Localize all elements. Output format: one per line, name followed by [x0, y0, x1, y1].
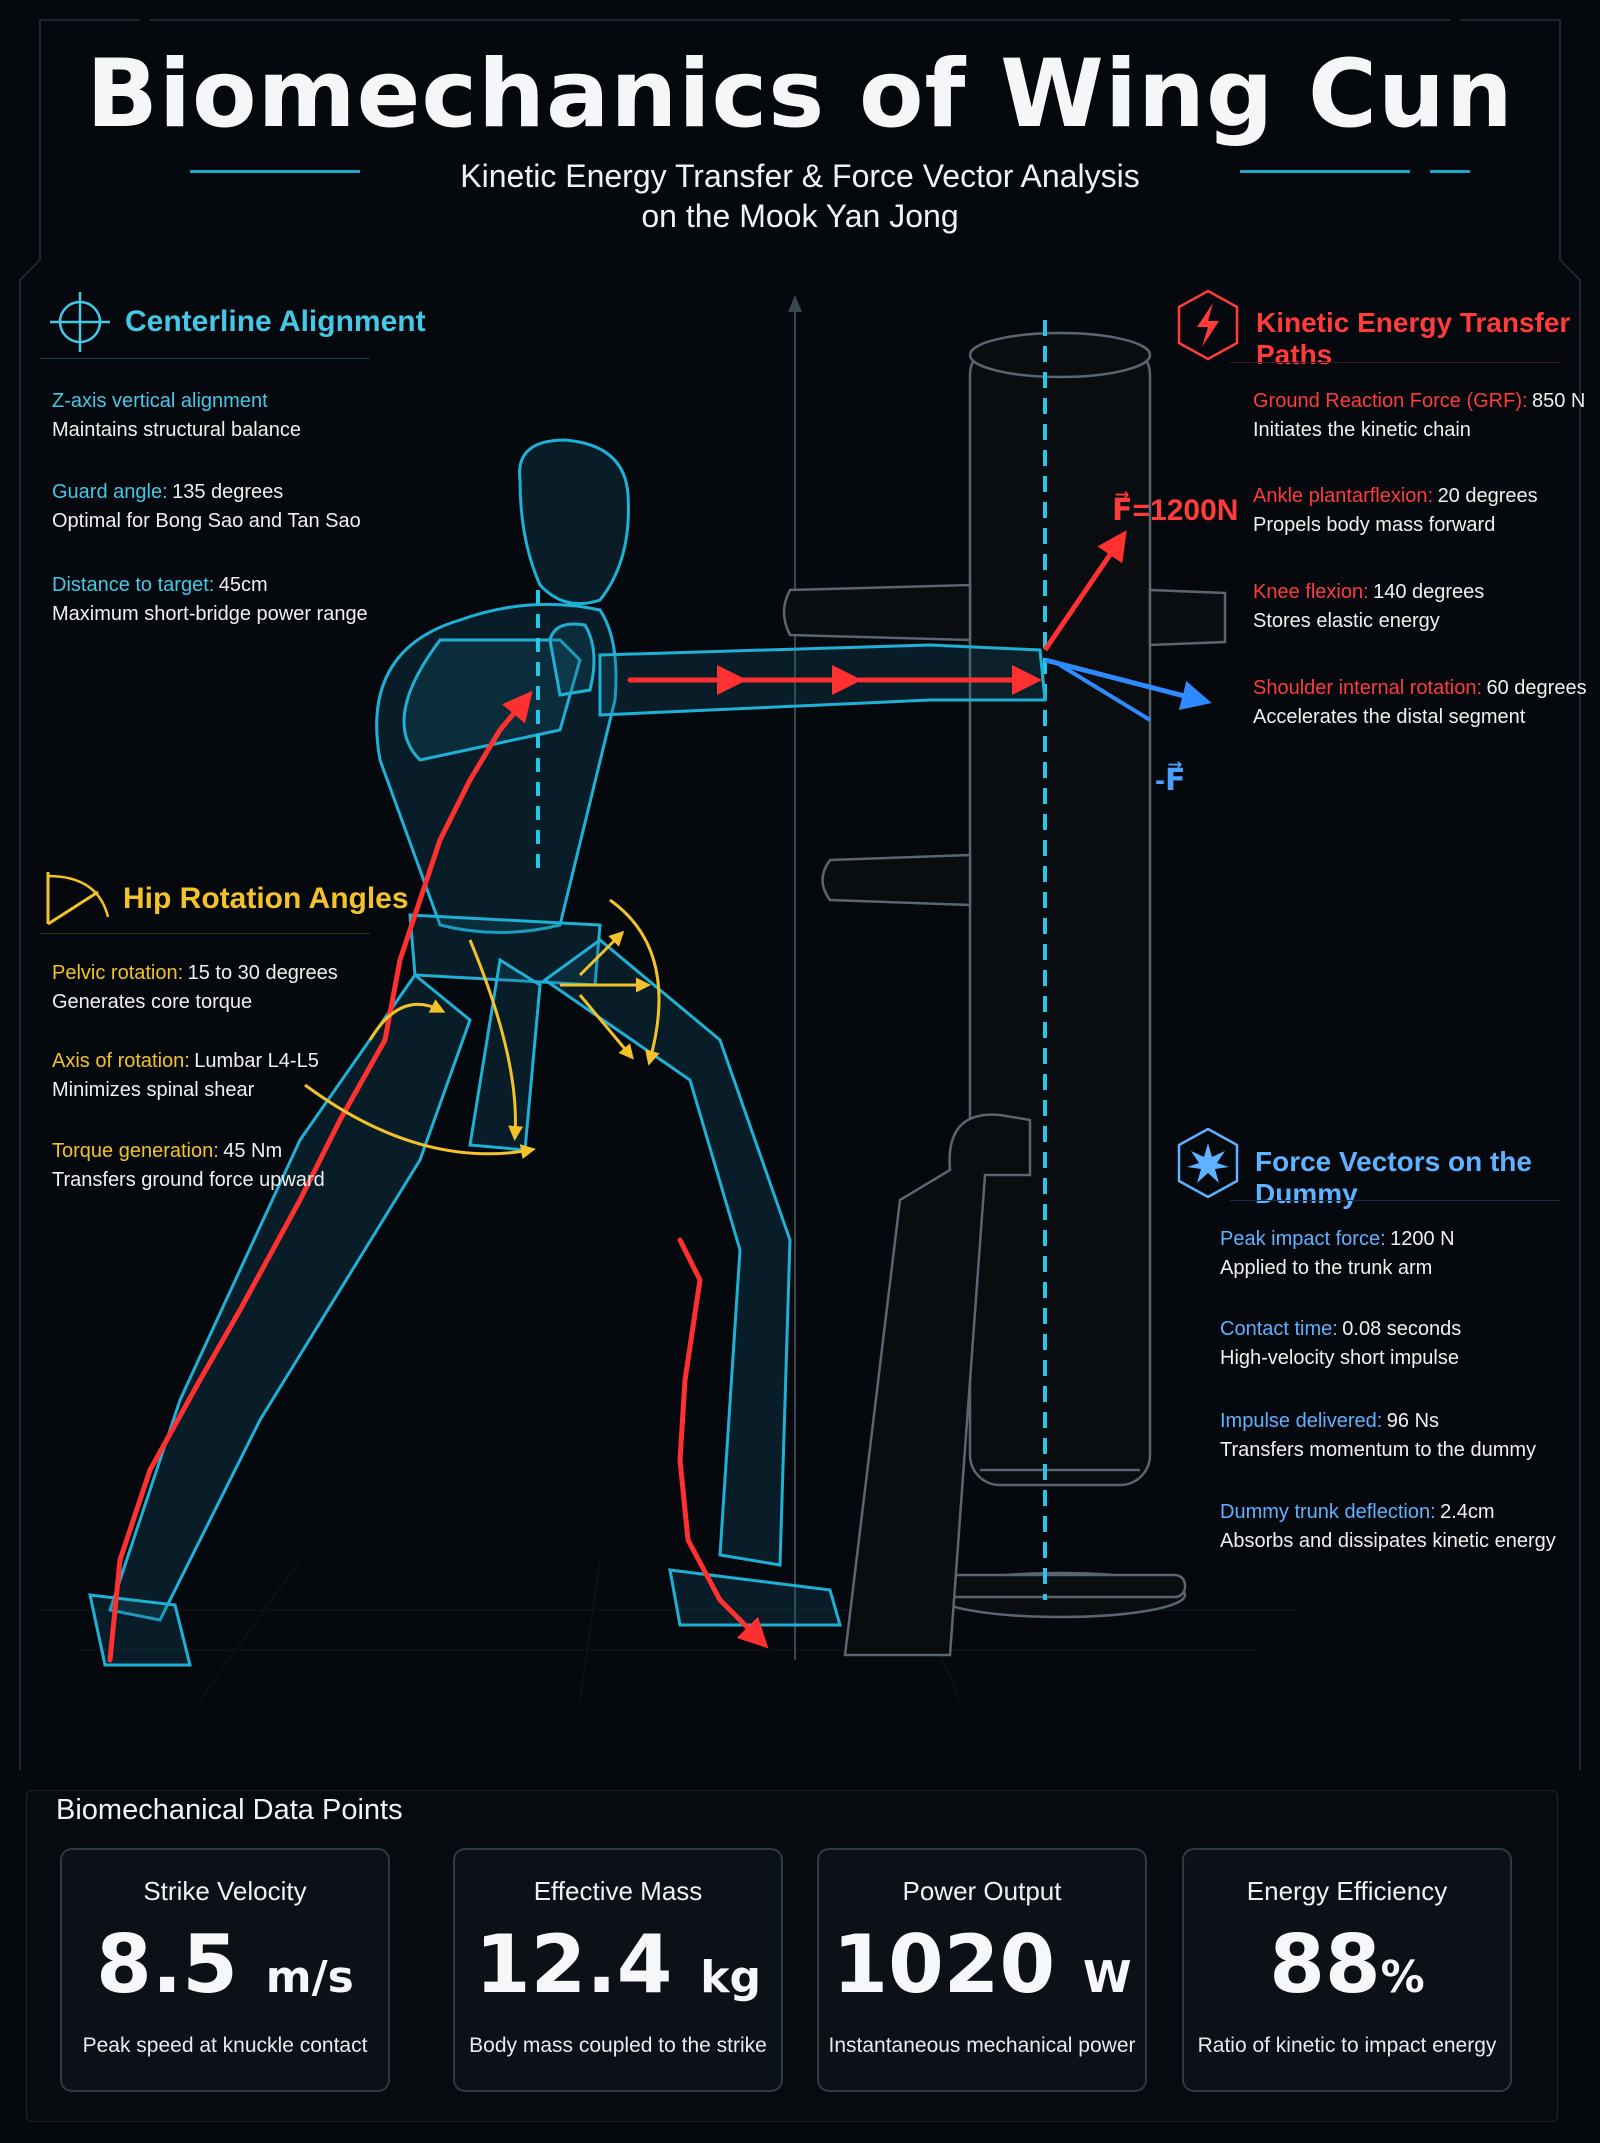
kinetic-item-4: Shoulder internal rotation: 60 degrees A… [1253, 677, 1587, 728]
data-points-title: Biomechanical Data Points [56, 1794, 403, 1826]
centerline-title: Centerline Alignment [125, 305, 426, 338]
hip-item-2: Axis of rotation: Lumbar L4-L5 Minimizes… [52, 1050, 319, 1101]
kinetic-title: Kinetic Energy Transfer Paths [1256, 307, 1571, 370]
hip-item-1: Pelvic rotation: 15 to 30 degrees Genera… [52, 962, 338, 1013]
centerline-item-2: Guard angle: 135 degrees Optimal for Bon… [52, 481, 361, 532]
angle-arc-icon [46, 872, 110, 926]
centerline-item-1: Z-axis vertical alignment Maintains stru… [52, 390, 302, 441]
kinetic-item-3: Knee flexion: 140 degrees Stores elastic… [1253, 581, 1485, 632]
card-energy-efficiency: Energy Efficiency 88% Ratio of kinetic t… [1182, 1848, 1512, 2092]
hip-rotation-arcs [304, 898, 661, 1159]
subtitle-line-2: on the Mook Yan Jong [641, 198, 959, 234]
force-title: Force Vectors on the Dummy [1255, 1146, 1532, 1209]
kinetic-divider [1230, 362, 1560, 363]
subtitle-line-1: Kinetic Energy Transfer & Force Vector A… [460, 158, 1140, 194]
card-effective-mass: Effective Mass 12.4 kg Body mass coupled… [453, 1848, 783, 2092]
centerline-item-3: Distance to target: 45cm Maximum short-b… [52, 574, 368, 625]
impact-force-vectors [1042, 530, 1212, 722]
hip-item-3: Torque generation: 45 Nm Transfers groun… [52, 1140, 325, 1191]
force-item-4: Dummy trunk deflection: 2.4cm Absorbs an… [1220, 1501, 1556, 1552]
wooden-dummy [782, 331, 1227, 1657]
reaction-force-label: -F⃗ [1155, 762, 1185, 797]
card-power-output: Power Output 1020 W Instantaneous mechan… [817, 1848, 1147, 2092]
lightning-icon [1177, 289, 1239, 361]
card-strike-velocity: Strike Velocity 8.5 m/s Peak speed at kn… [60, 1848, 390, 2092]
kinetic-item-2: Ankle plantarflexion: 20 degrees Propels… [1253, 485, 1538, 536]
hip-divider [40, 933, 370, 934]
title-deco-far-right [1430, 170, 1470, 173]
hip-title: Hip Rotation Angles [123, 882, 409, 915]
impact-burst-icon [1177, 1127, 1239, 1199]
title-deco-right [1240, 170, 1410, 173]
biomechanics-illustration: F⃗=1200N -F⃗ [40, 295, 1300, 1701]
force-label: F⃗=1200N [1112, 492, 1238, 527]
kinetic-item-1: Ground Reaction Force (GRF): 850 N Initi… [1253, 390, 1586, 441]
force-divider [1230, 1200, 1560, 1201]
force-item-3: Impulse delivered: 96 Ns Transfers momen… [1220, 1410, 1537, 1461]
page-title: Biomechanics of Wing Cun [86, 40, 1514, 149]
centerline-divider [40, 358, 370, 359]
force-item-1: Peak impact force: 1200 N Applied to the… [1220, 1228, 1455, 1279]
crosshair-icon [50, 292, 110, 352]
kinetic-chain-arrows [107, 665, 1042, 1663]
title-deco-left [190, 170, 360, 173]
force-item-2: Contact time: 0.08 seconds High-velocity… [1220, 1318, 1462, 1369]
